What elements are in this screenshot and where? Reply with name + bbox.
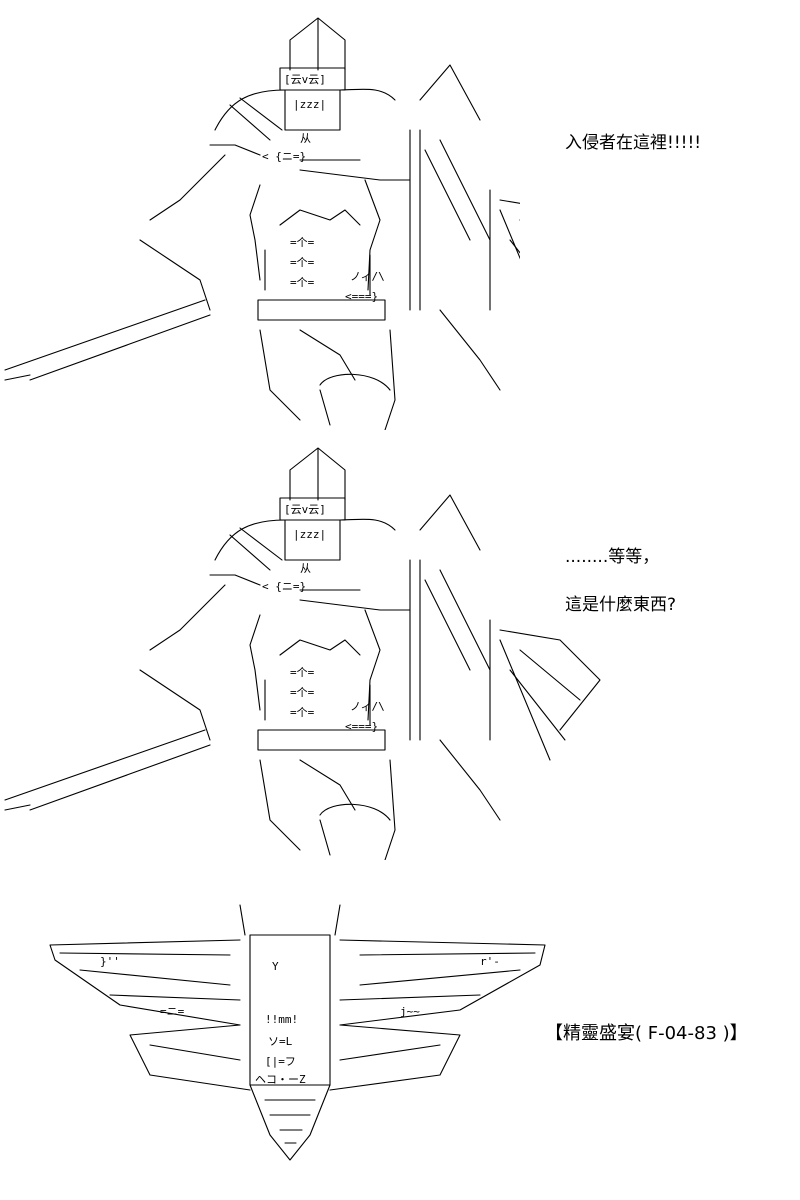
abs-text: =个=: [290, 686, 315, 699]
abs-text: =个=: [290, 256, 315, 269]
moth-body-text: ソ=L: [268, 1035, 293, 1048]
moth-body-text: Y: [272, 960, 279, 973]
moth-drawing: Y !!mm! ソ=L [|=フ ヘコ・ーZ }'' r'- =ニ= j~~: [49, 904, 546, 1161]
caption-line: 【精靈盛宴( F-04-83 )】: [545, 1023, 748, 1044]
helmet-face-text: [云v云]: [284, 73, 326, 86]
collar-text: < {ニ=}: [262, 580, 306, 593]
moth-art: Y !!mm! ソ=L [|=フ ヘコ・ーZ }'' r'- =ニ= j~~: [40, 895, 560, 1175]
moth-body-text: !!mm!: [265, 1013, 298, 1026]
armored-figure-drawing-2: [云v云] |zzz| 从 < {ニ=} =个= =个= =个= <===} ノ…: [4, 447, 601, 860]
armored-figure-art: [云v云] |zzz| 从 < {ニ=} =个= =个= =个= <===} ノ…: [0, 10, 520, 430]
moth-wing-text: }'': [100, 955, 120, 968]
caption-line: 這是什麼東西?: [565, 595, 677, 615]
helmet-mouth-text: |zzz|: [293, 98, 326, 111]
armored-figure-art-2: [云v云] |zzz| 从 < {ニ=} =个= =个= =个= <===} ノ…: [0, 440, 620, 860]
helmet-mouth-text: |zzz|: [293, 528, 326, 541]
moth-wing-text: =ニ=: [160, 1005, 185, 1018]
chin-text: 从: [300, 132, 311, 145]
chin-text: 从: [300, 562, 311, 575]
hand-text: ノィ/\: [350, 270, 385, 283]
abs-text: =个=: [290, 706, 315, 719]
hand-text: ノィ/\: [350, 700, 385, 713]
collar-text: < {ニ=}: [262, 150, 306, 163]
caption-panel-1: 入侵者在這裡!!!!!: [565, 131, 701, 155]
moth-wing-text: j~~: [400, 1005, 420, 1018]
caption-panel-2: ........等等， 這是什麼東西?: [565, 533, 676, 629]
moth-body-text: [|=フ: [265, 1055, 296, 1068]
belt-text: <===}: [345, 720, 378, 733]
abs-text: =个=: [290, 666, 315, 679]
belt-text: <===}: [345, 290, 378, 303]
armored-figure-drawing: [云v云] |zzz| 从 < {ニ=} =个= =个= =个= <===} ノ…: [4, 17, 520, 430]
moth-wing-text: r'-: [480, 955, 500, 968]
moth-body-text: ヘコ・ーZ: [255, 1073, 306, 1086]
abs-text: =个=: [290, 276, 315, 289]
helmet-face-text: [云v云]: [284, 503, 326, 516]
caption-line: ........等等，: [565, 547, 660, 567]
caption-line: 入侵者在這裡!!!!!: [565, 133, 702, 153]
caption-panel-3: 【精靈盛宴( F-04-83 )】: [545, 1022, 748, 1046]
abs-text: =个=: [290, 236, 315, 249]
